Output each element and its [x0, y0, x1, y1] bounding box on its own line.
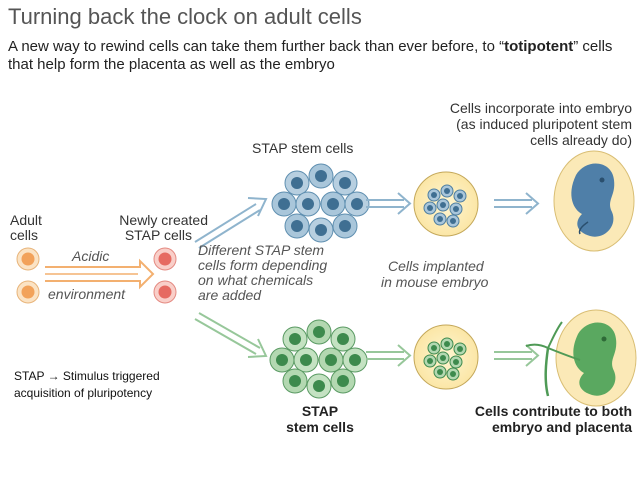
adult-cell-bottom [16, 280, 40, 304]
arrow-green-to-dish [366, 344, 412, 367]
label-newly-created: Newly created [119, 212, 208, 228]
subtitle-pre: A new way to rewind cells can take them … [8, 38, 505, 55]
label-incorporate-1: Cells incorporate into embryo [449, 100, 632, 116]
arrow-blue-to-embryo [494, 192, 540, 215]
subtitle-bold: totipotent [504, 38, 574, 55]
note-line-2: acquisition of pluripotency [14, 386, 153, 400]
subtitle-post: ” cells that help form the placenta as w… [8, 38, 613, 73]
label-acidic: Acidic [72, 248, 110, 264]
label-cells: cells [10, 227, 39, 243]
page-subtitle: A new way to rewind cells can take them … [8, 38, 628, 74]
label-stap-cells: STAP cells [124, 227, 192, 243]
label-stap-bottom-1: STAP [301, 403, 339, 419]
note-line-1: STAP → Stimulus triggered [14, 369, 160, 383]
label-different-2: cells form depending [198, 257, 328, 273]
green-stem-cell-cluster [269, 319, 368, 399]
adult-cell-top [16, 247, 40, 271]
label-different-3: on what chemicals [198, 272, 314, 288]
label-implanted-1: Cells implanted [388, 258, 484, 274]
label-contribute-1: Cells contribute to both [474, 403, 632, 419]
label-incorporate-3: cells already do) [530, 132, 632, 148]
label-stap-stem-cells-top: STAP stem cells [252, 140, 354, 156]
blue-embryo-icon [553, 150, 635, 252]
blue-stem-cell-cluster [271, 163, 370, 243]
stap-cell-top [153, 247, 177, 271]
label-implanted-2: in mouse embryo [381, 274, 489, 290]
label-contribute-2: embryo and placenta [491, 419, 632, 435]
label-environment: environment [48, 286, 126, 302]
label-stap-bottom-2: stem cells [286, 419, 354, 435]
label-different-4: are added [198, 287, 262, 303]
label-incorporate-2: (as induced pluripotent stem [456, 116, 632, 132]
arrow-down-green [194, 312, 268, 358]
acidic-arrow [45, 258, 155, 290]
green-embryo-icon [525, 309, 637, 407]
arrow-green-to-embryo [494, 344, 540, 367]
label-different-1: Different STAP stem [198, 242, 325, 258]
page-title: Turning back the clock on adult cells [8, 4, 362, 29]
stap-cell-bottom [153, 280, 177, 304]
label-adult: Adult [10, 212, 42, 228]
arrow-up-blue [194, 197, 268, 249]
dish-blue [413, 171, 479, 237]
dish-green [413, 324, 479, 390]
arrow-blue-to-dish [366, 192, 412, 215]
